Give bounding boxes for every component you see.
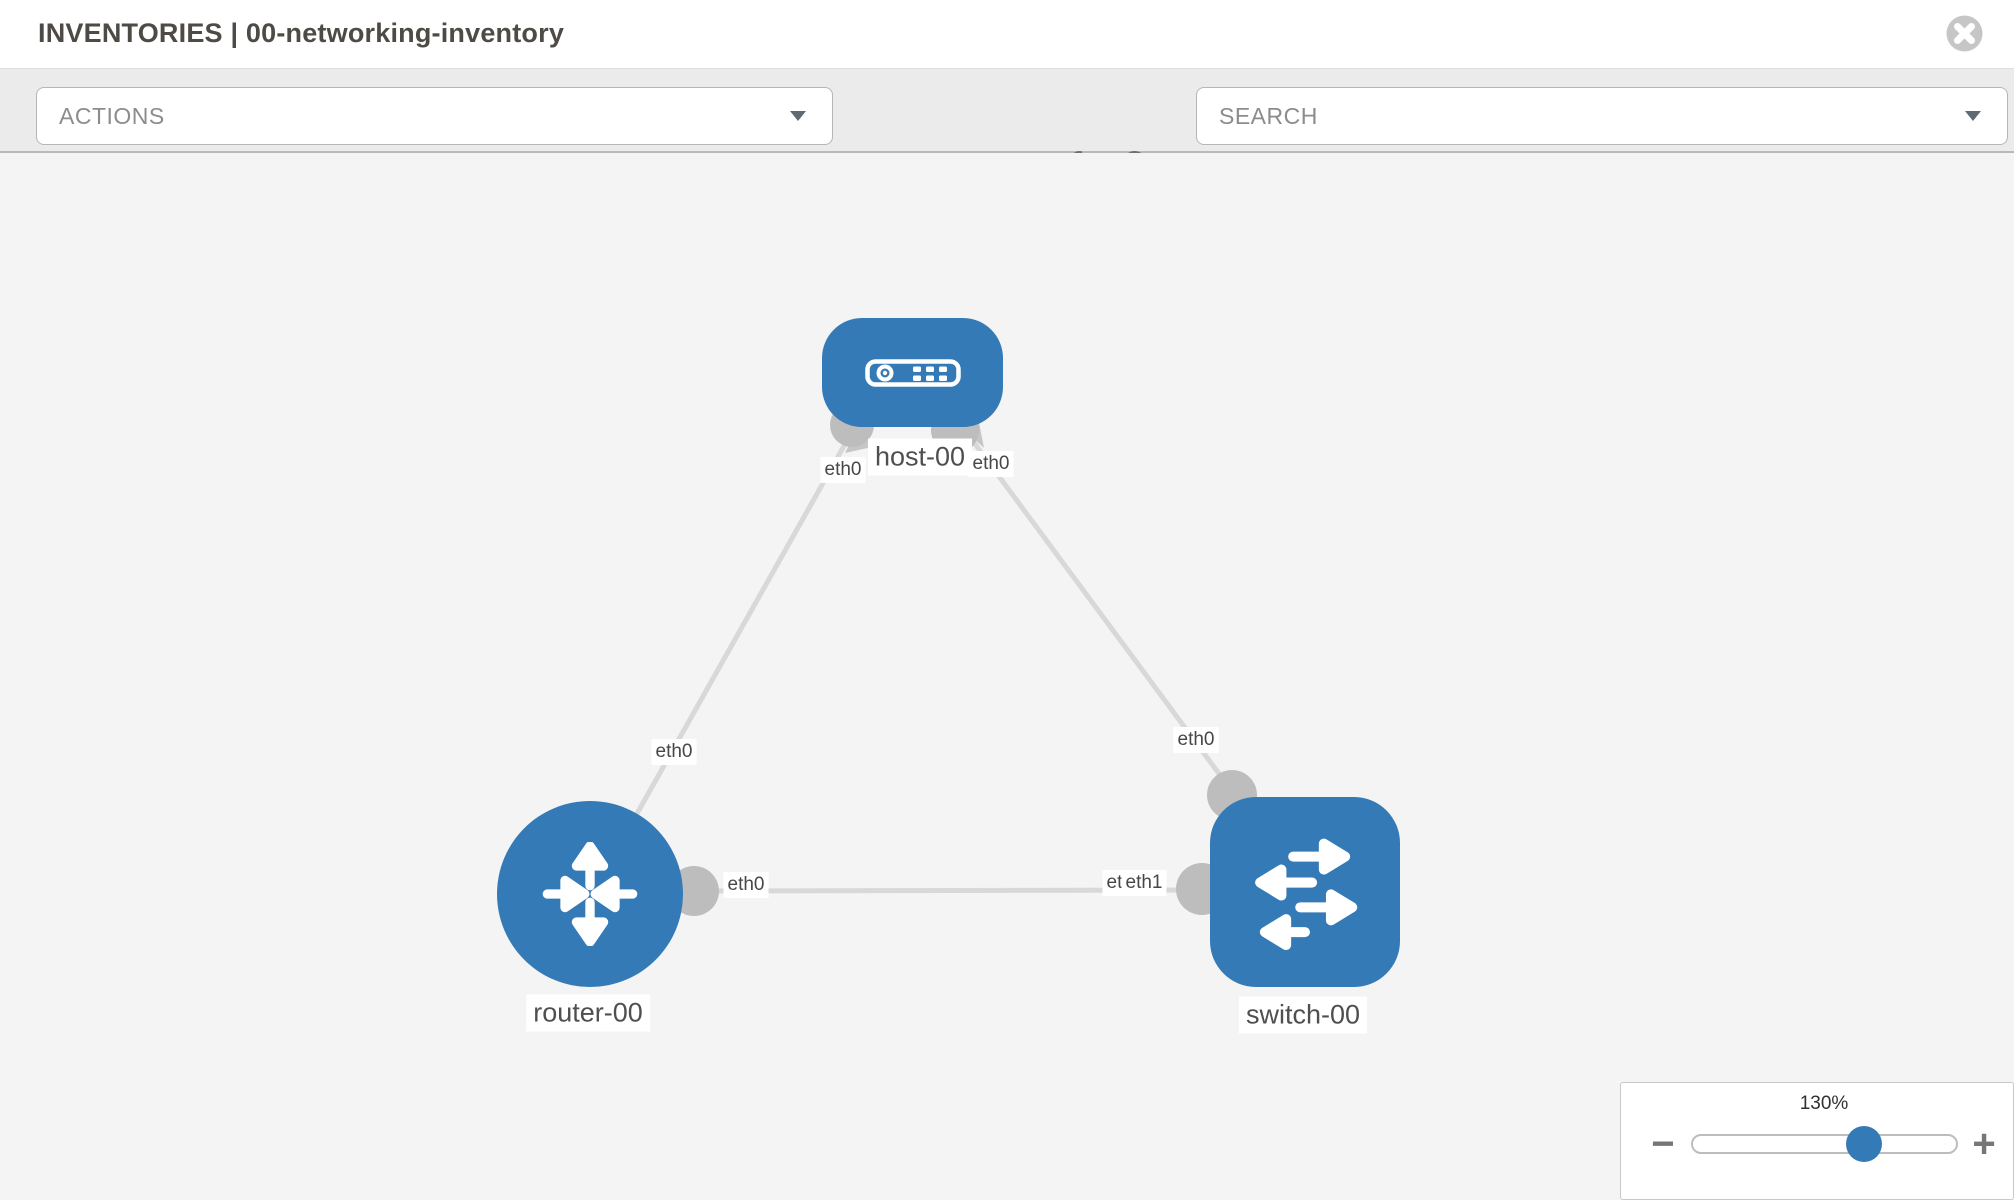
toolbar: ACTIONS SEARCH [0, 68, 2014, 186]
zoom-slider-thumb[interactable] [1846, 1126, 1882, 1162]
node-label-host: host-00 [867, 438, 973, 476]
interface-label: eth1 [1121, 870, 1167, 896]
interface-label: eth0 [651, 739, 697, 765]
title-bar: INVENTORIES | 00-networking-inventory [0, 0, 2014, 68]
node-switch-00[interactable] [1210, 797, 1400, 987]
switch-icon [1255, 838, 1358, 951]
interface-label: eth0 [1173, 727, 1219, 753]
interface-label: eth0 [723, 872, 769, 898]
node-label-router: router-00 [526, 994, 650, 1032]
router-icon [542, 842, 638, 946]
chevron-down-icon [790, 111, 806, 121]
actions-dropdown[interactable]: ACTIONS [36, 87, 833, 145]
host-icon [864, 358, 961, 387]
node-router-00[interactable] [497, 801, 683, 987]
zoom-slider[interactable] [1691, 1134, 1958, 1154]
node-label-switch: switch-00 [1238, 996, 1368, 1034]
page-title: INVENTORIES | 00-networking-inventory [38, 18, 565, 48]
close-button[interactable] [1946, 15, 1983, 52]
interface-label: eth0 [820, 457, 866, 483]
interface-label: eth0 [968, 451, 1014, 477]
zoom-panel: 130% − + [1620, 1082, 2014, 1200]
zoom-in-button[interactable]: + [1972, 1122, 1996, 1166]
zoom-out-button[interactable]: − [1651, 1122, 1675, 1166]
link-host-router [609, 419, 861, 860]
zoom-level-value: 130% [1799, 1093, 1849, 1114]
actions-dropdown-label: ACTIONS [59, 102, 165, 129]
search-dropdown[interactable]: SEARCH [1196, 87, 2008, 145]
node-host-00[interactable] [822, 318, 1003, 427]
search-dropdown-label: SEARCH [1219, 102, 1318, 129]
close-icon [1946, 15, 1983, 52]
topology-canvas[interactable]: host-00 router-00 switch-00 eth0 eth0 et… [0, 153, 2014, 1200]
topology-links-layer [609, 403, 1257, 916]
chevron-down-icon [1965, 111, 1981, 121]
